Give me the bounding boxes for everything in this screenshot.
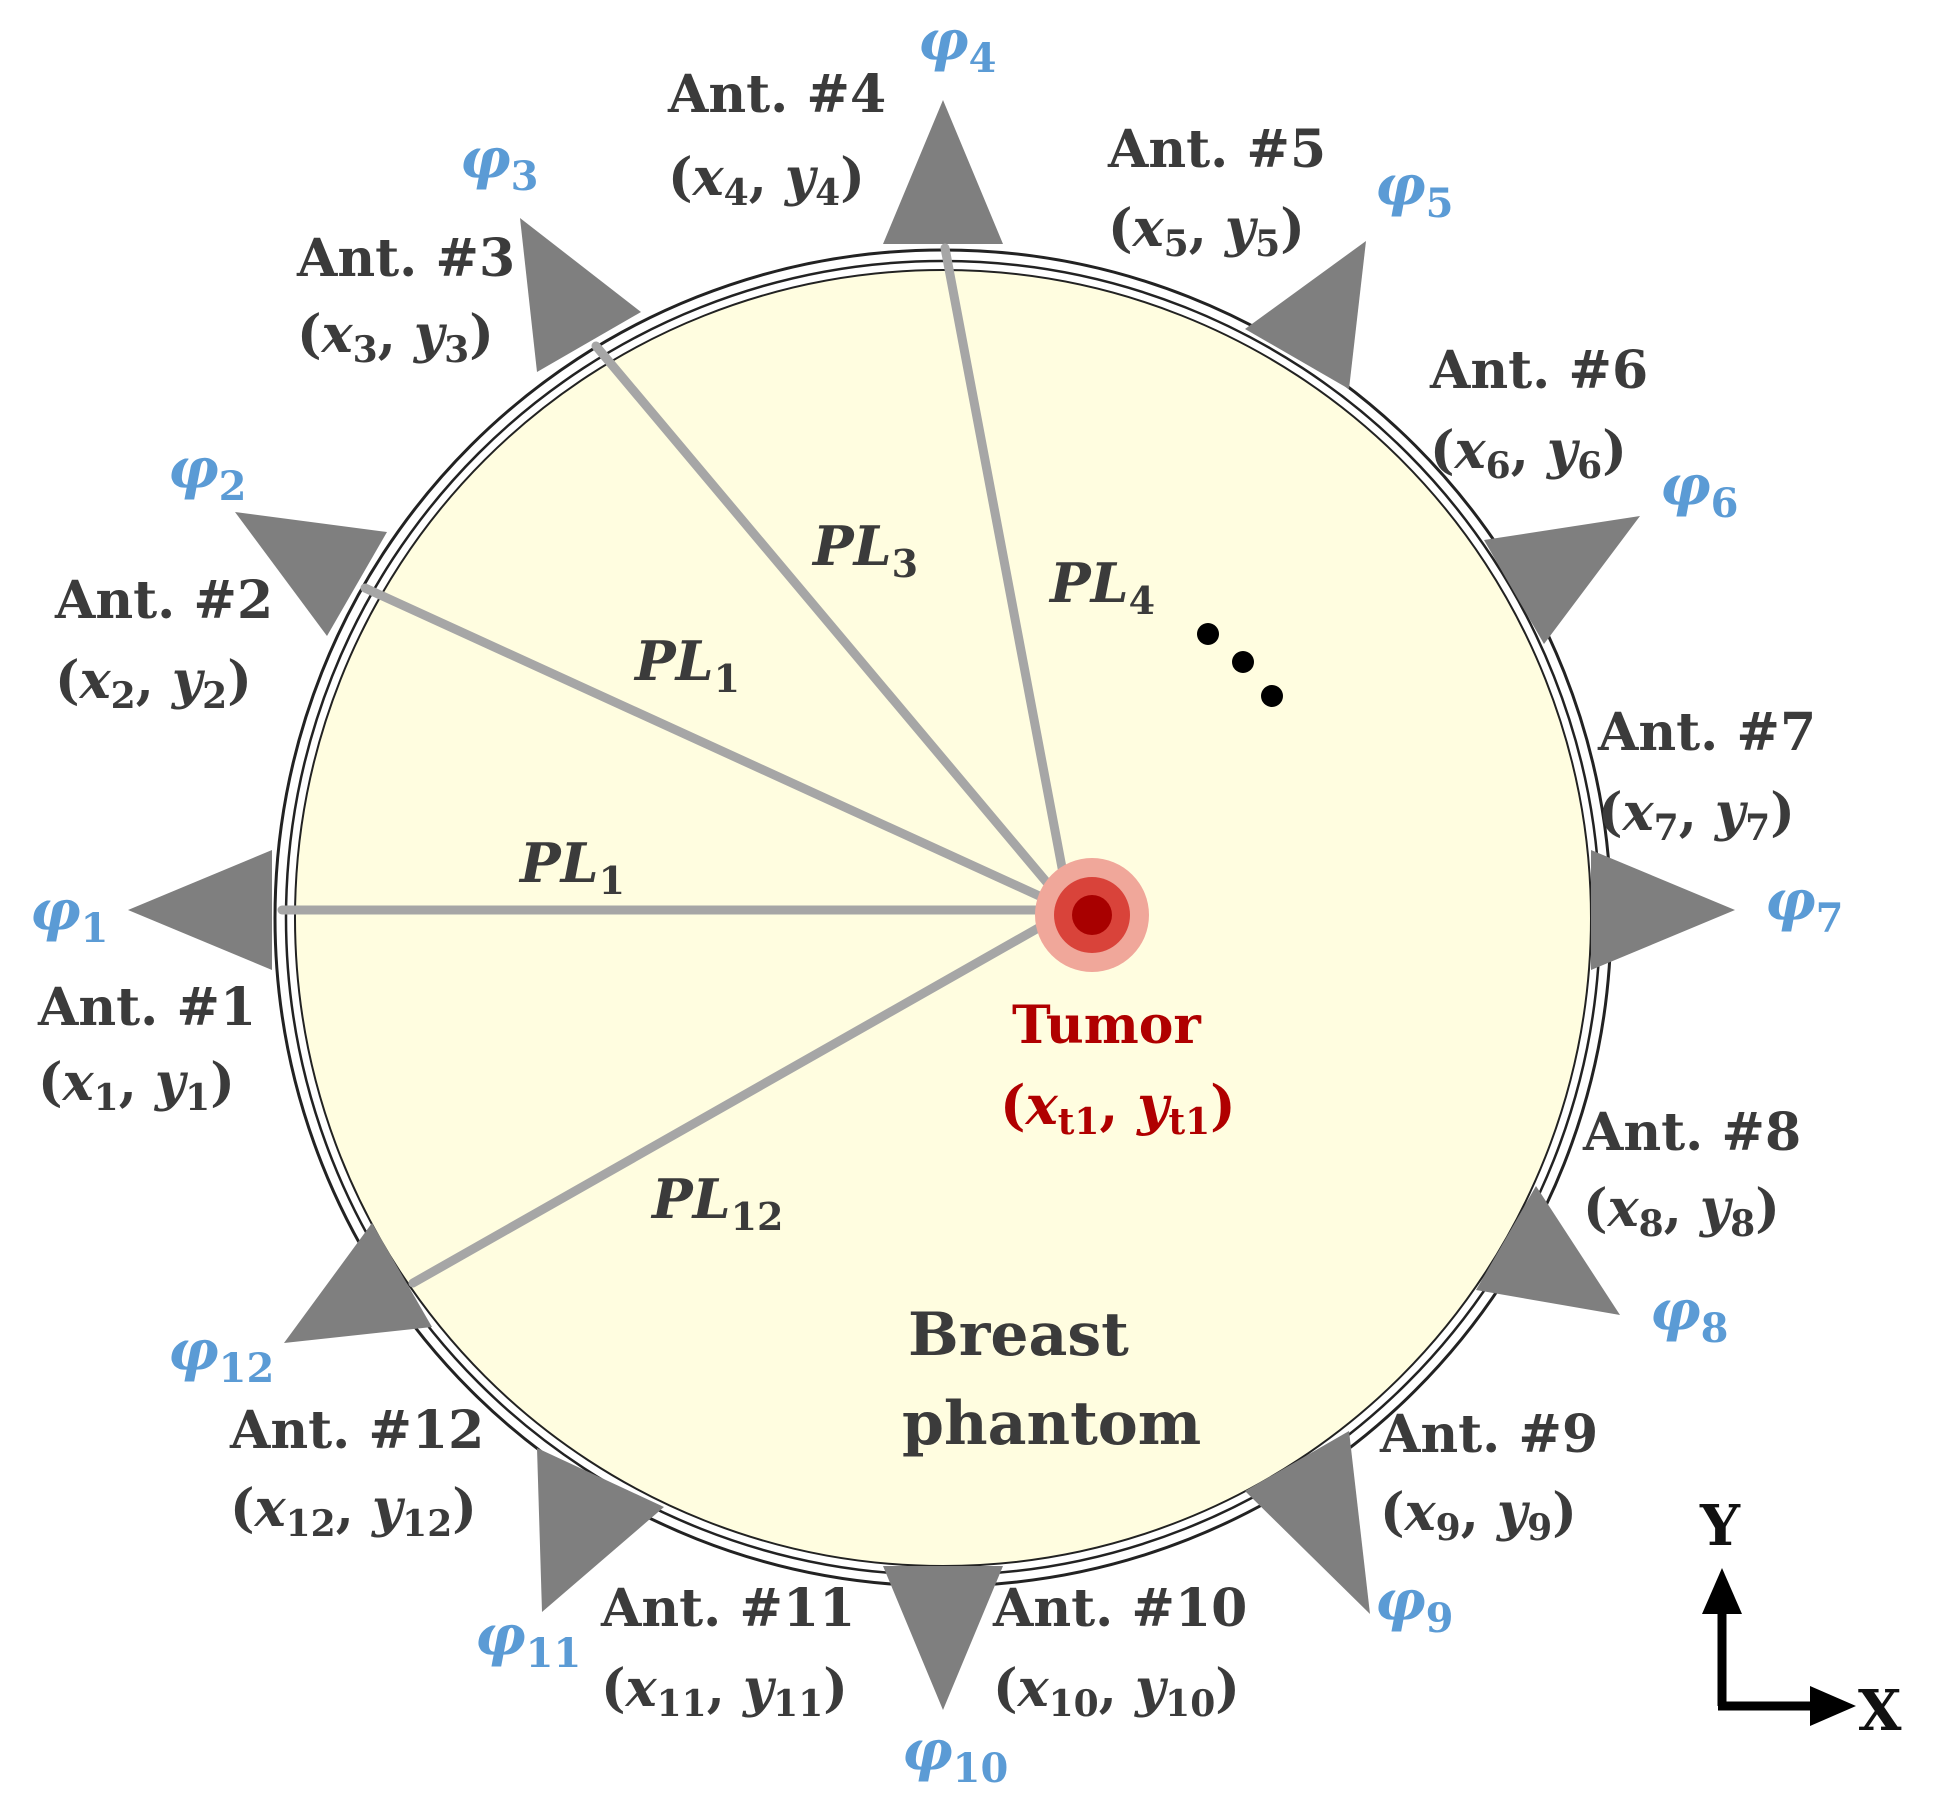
phi-2-label: φ2 (168, 436, 247, 510)
path-line-ant4 (940, 243, 1075, 915)
antenna-1-icon (128, 850, 272, 970)
antenna-7-icon (1591, 850, 1735, 970)
phantom-label-line1: Breast (908, 1300, 1129, 1370)
antenna-2-icon (235, 512, 387, 636)
propagation-paths (277, 243, 1075, 1288)
antenna-2-coord: (x2, y2) (55, 650, 252, 717)
breast-phantom-region (294, 269, 1592, 1567)
antenna-3-name: Ant. #3 (296, 228, 515, 289)
x-axis-label: X (1858, 1678, 1902, 1744)
antenna-12-name: Ant. #12 (229, 1400, 484, 1461)
antenna-8-name: Ant. #8 (1582, 1102, 1801, 1163)
ellipsis-dot-1 (1197, 623, 1219, 645)
antenna-array (128, 100, 1735, 1710)
tumor-marker (1035, 858, 1149, 972)
path-line-ant2 (360, 583, 1075, 915)
antenna-11-icon (537, 1448, 664, 1612)
path-loss-labels: PL1 PL1 PL3 PL4 PL12 (518, 514, 1155, 1239)
phi-7-label: φ7 (1765, 868, 1844, 942)
ellipsis-dot-3 (1261, 685, 1283, 707)
antenna-5-icon (1245, 241, 1366, 389)
phi-6-label: φ6 (1660, 453, 1739, 527)
antenna-12-coord: (x12, y12) (230, 1478, 477, 1545)
phi-1-label: φ1 (30, 878, 109, 952)
antenna-9-name: Ant. #9 (1379, 1404, 1598, 1465)
antenna-3-icon (520, 218, 641, 372)
phi-3-label: φ3 (460, 126, 539, 200)
antenna-6-coord: (x6, y6) (1430, 420, 1627, 487)
antenna-1-coord: (x1, y1) (38, 1052, 235, 1119)
x-axis-arrowhead (1810, 1686, 1856, 1726)
antenna-6-name: Ant. #6 (1429, 340, 1648, 401)
ellipsis-dot-2 (1232, 651, 1254, 673)
path-label-ant4: PL4 (1048, 551, 1155, 623)
path-line-ant12 (408, 905, 1075, 1288)
antenna-11-coord: (x11, y11) (601, 1658, 848, 1725)
tumor-core (1072, 895, 1112, 935)
phi-11-label: φ11 (475, 1603, 581, 1677)
phi-10-label: φ10 (902, 1718, 1008, 1792)
path-label-ant3: PL3 (811, 514, 918, 586)
ellipsis-dots (1197, 623, 1283, 707)
phi-12-label: φ12 (168, 1318, 274, 1392)
phi-5-label: φ5 (1375, 153, 1454, 227)
antenna-7-coord: (x7, y7) (1598, 782, 1795, 849)
antenna-name-labels: Ant. #1 Ant. #2 Ant. #3 Ant. #4 Ant. #5 … (37, 64, 1816, 1639)
antenna-12-icon (284, 1223, 432, 1343)
antenna-5-coord: (x5, y5) (1108, 198, 1305, 265)
y-axis-label: Y (1699, 1493, 1741, 1559)
antenna-1-name: Ant. #1 (37, 977, 256, 1038)
axes-indicator: Y X (1699, 1493, 1902, 1744)
path-label-ant1: PL1 (518, 831, 625, 903)
antenna-8-icon (1476, 1186, 1620, 1315)
antenna-4-icon (883, 100, 1003, 244)
antenna-4-coord: (x4, y4) (668, 147, 865, 214)
antenna-5-name: Ant. #5 (1107, 119, 1326, 180)
phi-9-label: φ9 (1375, 1568, 1454, 1642)
tumor-coord: (xt1, yt1) (1000, 1073, 1236, 1143)
antenna-10-icon (883, 1566, 1003, 1710)
antenna-2-name: Ant. #2 (54, 570, 273, 631)
antenna-8-coord: (x8, y8) (1583, 1178, 1780, 1245)
path-line-ant3 (591, 341, 1075, 915)
phantom-label-line2: phantom (902, 1389, 1201, 1459)
antenna-10-name: Ant. #10 (992, 1578, 1247, 1639)
tumor-label: Tumor (1012, 995, 1201, 1056)
antenna-9-icon (1245, 1431, 1370, 1614)
antenna-7-name: Ant. #7 (1597, 702, 1816, 763)
antenna-10-coord: (x10, y10) (993, 1658, 1240, 1725)
y-axis-arrowhead (1702, 1568, 1742, 1614)
path-label-ant2: PL1 (633, 629, 740, 701)
antenna-6-icon (1484, 516, 1640, 644)
phi-8-label: φ8 (1650, 1278, 1729, 1352)
antenna-11-name: Ant. #11 (600, 1578, 855, 1639)
phi-labels: φ1 φ2 φ3 φ4 φ5 φ6 φ7 φ8 φ9 φ10 φ11 φ12 (30, 8, 1844, 1792)
path-label-ant12: PL12 (650, 1167, 783, 1239)
antenna-4-name: Ant. #4 (667, 64, 886, 125)
antenna-9-coord: (x9, y9) (1380, 1482, 1577, 1549)
phi-4-label: φ4 (918, 8, 997, 82)
antenna-3-coord: (x3, y3) (297, 304, 494, 371)
